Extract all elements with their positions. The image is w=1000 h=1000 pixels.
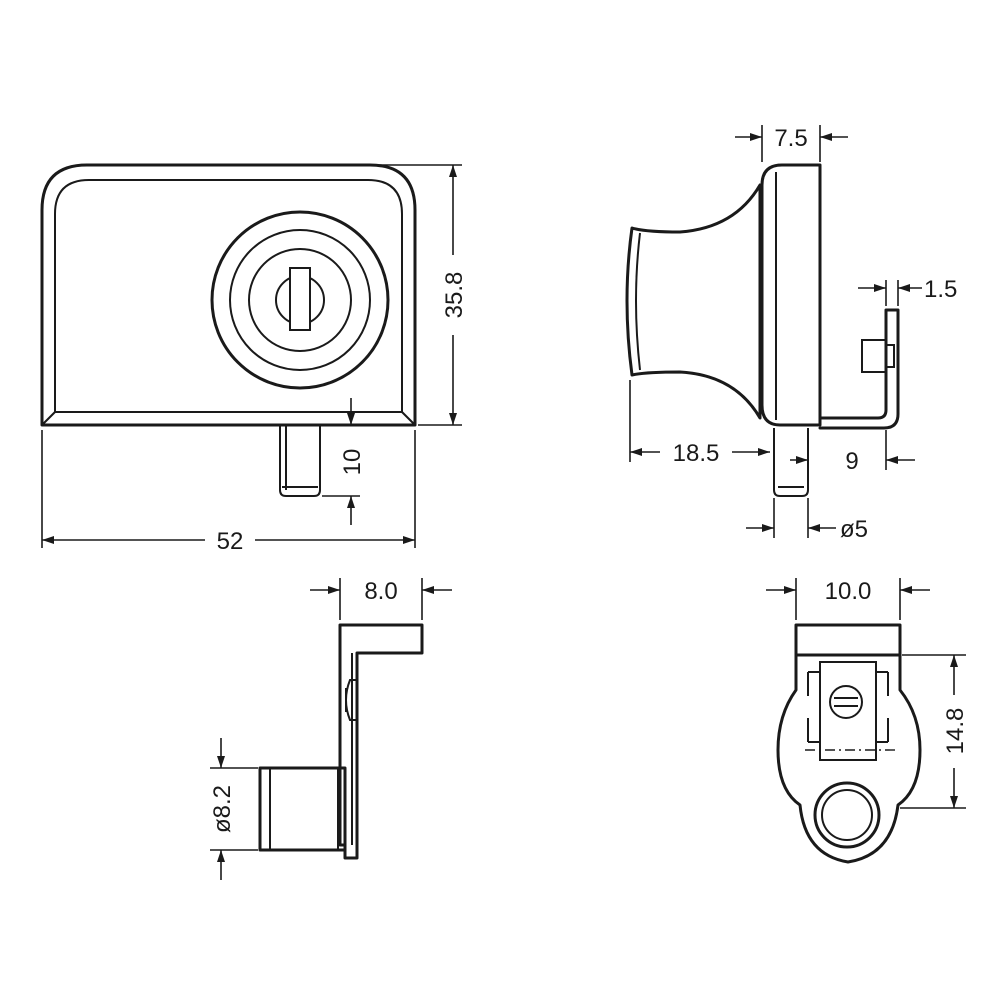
end-body <box>776 653 922 864</box>
end-hole <box>813 781 881 849</box>
dim-side-pin-dia: ø5 <box>840 516 868 543</box>
bottom-cylinder <box>258 766 347 852</box>
dim-side-offset: 9 <box>845 448 858 475</box>
end-screw <box>829 685 863 719</box>
end-top-block <box>794 623 902 657</box>
side-body <box>760 163 822 427</box>
dim-side-plate: 1.5 <box>924 276 957 303</box>
front-view: 52 35.8 10 <box>40 163 468 555</box>
dim-front-height: 35.8 <box>441 272 468 319</box>
dim-front-width: 52 <box>217 528 244 555</box>
bottom-right-view: 10.0 14.8 <box>766 578 969 864</box>
lock-cylinder <box>210 210 390 390</box>
front-housing-outer <box>40 163 417 427</box>
dim-side-knob: 18.5 <box>673 440 720 467</box>
dim-bottom-dia: ø8.2 <box>209 785 236 833</box>
dim-side-depth: 7.5 <box>774 125 807 152</box>
side-tab <box>861 339 887 373</box>
dim-front-pin: 10 <box>339 449 366 476</box>
front-housing-inner <box>54 179 403 413</box>
bottom-left-view: 8.0 ø8.2 <box>209 578 452 880</box>
side-knob <box>625 183 762 420</box>
keyhole-slot <box>289 267 311 331</box>
side-bracket <box>818 308 900 430</box>
side-view: 7.5 1.5 18.5 9 ø5 <box>625 125 957 543</box>
bracket-profile <box>338 623 424 860</box>
dim-end-width: 10.0 <box>825 578 872 605</box>
front-pin <box>279 426 321 497</box>
dim-end-height: 14.8 <box>942 708 969 755</box>
side-pin <box>773 428 809 497</box>
dim-bottom-width: 8.0 <box>364 578 397 605</box>
